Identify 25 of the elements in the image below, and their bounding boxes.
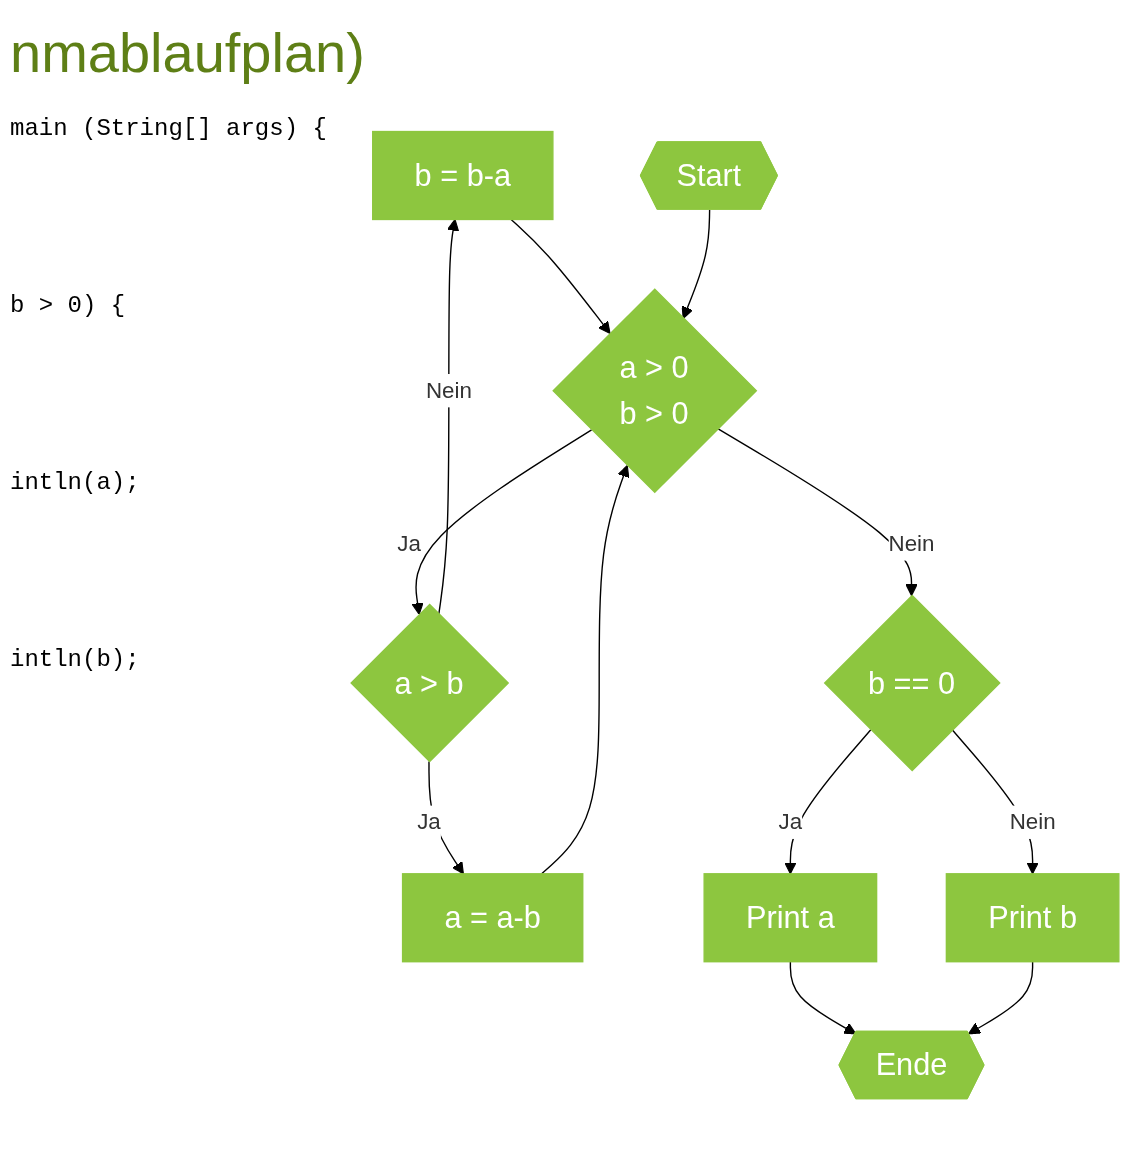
arrow bbox=[717, 427, 918, 597]
code-line: intln(b); bbox=[10, 646, 140, 673]
arrow bbox=[681, 209, 711, 319]
edge-label: Nein bbox=[888, 531, 935, 556]
node-box: Print a bbox=[703, 873, 878, 963]
arrow bbox=[510, 218, 611, 334]
node-box: a = a-b bbox=[401, 873, 584, 963]
edge-label: Ja bbox=[397, 531, 421, 556]
edge-label: Nein bbox=[425, 378, 472, 402]
arrow bbox=[968, 961, 1034, 1035]
arrow bbox=[789, 961, 857, 1035]
node-diamond: a > 0 b > 0 bbox=[552, 288, 758, 494]
code-line: intln(a); bbox=[10, 469, 140, 496]
node-diamond: b == 0 bbox=[823, 594, 1001, 772]
edge-label: Ja bbox=[778, 809, 803, 834]
code-line: b > 0) { bbox=[10, 292, 126, 319]
node-box: Print b bbox=[945, 873, 1120, 963]
arrow bbox=[540, 465, 630, 875]
arrow bbox=[411, 429, 593, 615]
node-diamond: a > b bbox=[350, 603, 510, 763]
edge-label: Ja bbox=[417, 809, 441, 834]
node-box: b = b-a bbox=[372, 130, 554, 221]
title: nmablaufplan) bbox=[10, 20, 365, 85]
edge-label: Nein bbox=[1009, 809, 1056, 834]
code-line: main (String[] args) { bbox=[10, 115, 327, 142]
